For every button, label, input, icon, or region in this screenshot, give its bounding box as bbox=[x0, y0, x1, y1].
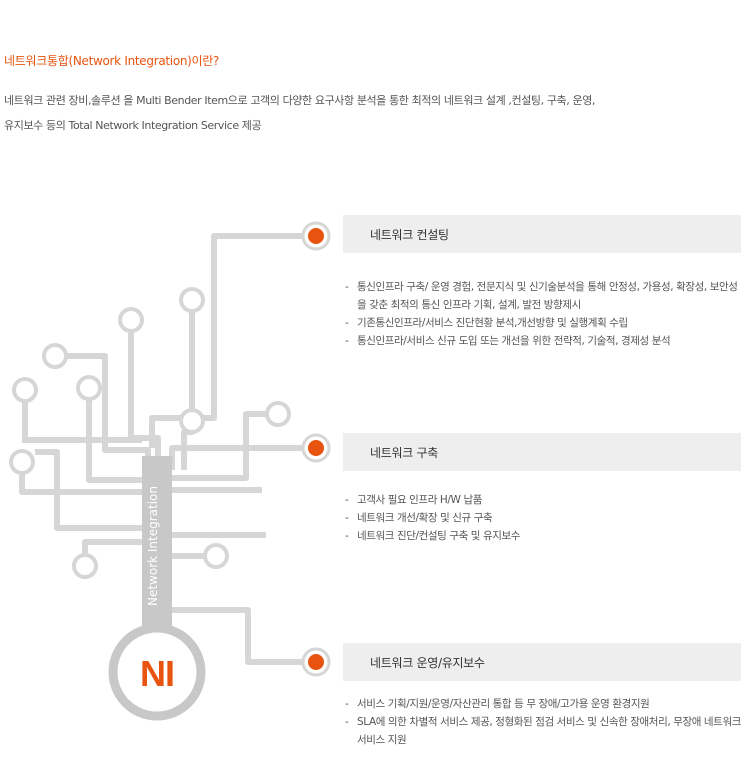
branch-line bbox=[35, 449, 142, 531]
section-node-build bbox=[301, 433, 331, 463]
ni-badge-label: NI bbox=[140, 653, 174, 694]
section-title: 네트워크 컨설팅 bbox=[370, 228, 449, 242]
branch-line bbox=[172, 411, 268, 481]
trunk-label: Network Integration bbox=[146, 486, 160, 606]
bullet-item: -고객사 필요 인프라 H/W 납품 bbox=[345, 494, 482, 506]
node-circle bbox=[76, 375, 102, 401]
branch-line bbox=[22, 401, 142, 443]
node-circle bbox=[118, 307, 144, 333]
section-bullets-operation: -서비스 기획/지원/운영/자산관리 통합 등 무 장애/고가용 운영 환경지원… bbox=[345, 695, 741, 749]
branch-line bbox=[181, 300, 195, 470]
node-circle bbox=[42, 343, 68, 369]
node-circle bbox=[9, 449, 35, 475]
bullet-item: -기존통신인프라/서비스 진단현황 분석,개선방향 및 실행계획 수립 bbox=[345, 317, 628, 329]
branch-line bbox=[86, 388, 142, 483]
section-title: 네트워크 운영/유지보수 bbox=[370, 656, 485, 670]
branch-line bbox=[128, 320, 161, 470]
node-circle bbox=[72, 553, 98, 579]
node-circle bbox=[265, 401, 291, 427]
intro-line: 유지보수 등의 Total Network Integration Servic… bbox=[4, 119, 262, 132]
branch-line bbox=[65, 353, 151, 470]
node-circle bbox=[179, 408, 205, 434]
section-bullets-consulting: -통신인프라 구축/ 운영 경험, 전문지식 및 신기술분석을 통해 안정성, … bbox=[345, 278, 741, 350]
page-title: 네트워크통합(Network Integration)이란? bbox=[4, 54, 220, 68]
intro-line: 네트워크 관련 장비,솔루션 을 Multi Bender Item으로 고객의… bbox=[4, 94, 596, 107]
section-node-operation bbox=[301, 647, 331, 677]
bullet-item: -통신인프라/서비스 신규 도입 또는 개선을 위한 전략적, 기술적, 경제성… bbox=[345, 335, 671, 347]
branch-line bbox=[172, 607, 316, 665]
bullet-item: -SLA에 의한 차별적 서비스 제공, 정형화된 점검 서비스 및 신속한 장… bbox=[345, 716, 741, 746]
section-node-consulting bbox=[301, 221, 331, 251]
section-header-operation: 네트워크 운영/유지보수 bbox=[343, 643, 741, 681]
ni-badge bbox=[108, 623, 206, 721]
section-bullets-build: -고객사 필요 인프라 H/W 납품 -네트워크 개선/확장 및 신규 구축 -… bbox=[345, 491, 741, 545]
section-header-consulting: 네트워크 컨설팅 bbox=[343, 215, 741, 253]
node-circle bbox=[203, 543, 229, 569]
intro-text: 네트워크 관련 장비,솔루션 을 Multi Bender Item으로 고객의… bbox=[4, 88, 739, 138]
bullet-item: -서비스 기획/지원/운영/자산관리 통합 등 무 장애/고가용 운영 환경지원 bbox=[345, 698, 650, 710]
bullet-item: -통신인프라 구축/ 운영 경험, 전문지식 및 신기술분석을 통해 안정성, … bbox=[345, 281, 738, 311]
bullet-item: -네트워크 진단/컨설팅 구축 및 유지보수 bbox=[345, 530, 521, 542]
bullet-item: -네트워크 개선/확장 및 신규 구축 bbox=[345, 512, 493, 524]
node-circle bbox=[179, 287, 205, 313]
node-circle bbox=[12, 377, 38, 403]
section-header-build: 네트워크 구축 bbox=[343, 433, 741, 471]
section-title: 네트워크 구축 bbox=[370, 446, 438, 460]
trunk-bar bbox=[142, 456, 172, 636]
branch-line bbox=[149, 233, 316, 448]
